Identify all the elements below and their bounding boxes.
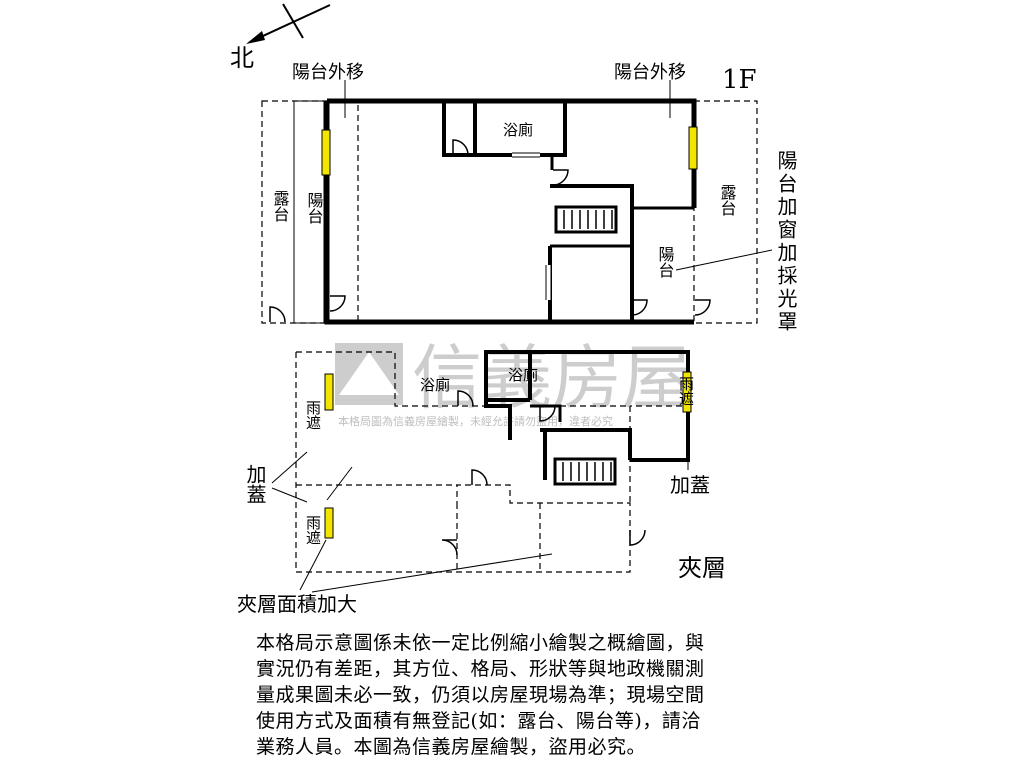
watermark-notice: 本格局圖為信義房屋繪製，未經允許請勿盜用，違者必究 bbox=[338, 414, 613, 428]
compass: 北 bbox=[230, 3, 331, 72]
disclaimer-line: 使用方式及面積有無登記(如：露台、陽台等)，請洽 bbox=[256, 710, 701, 732]
balcony-right-label: 陽台 bbox=[656, 246, 675, 278]
terrace-label: 露台 bbox=[271, 190, 290, 222]
mezzanine-title: 夾層 bbox=[678, 554, 726, 582]
mezz-bathroom-2-label: 浴廁 bbox=[508, 366, 538, 384]
floor1-title: 1F bbox=[722, 65, 757, 95]
balcony-move-left-label: 陽台外移 bbox=[292, 62, 364, 83]
disclaimer-line: 量成果圖未必一致，仍須以房屋現場為準；現場空間 bbox=[256, 684, 705, 706]
balcony-window-note: 陽台加窗加採光罩 bbox=[774, 150, 798, 334]
disclaimer-text: 本格局示意圖係未依一定比例縮小繪製之概繪圖，與 實況仍有差距，其方位、格局、形狀… bbox=[256, 630, 776, 760]
disclaimer-line: 實況仍有差距，其方位、格局、形狀等與地政機關測 bbox=[256, 658, 705, 680]
floor1-labels: 1F 陽台外移 陽台外移 露台 陽台 浴廁 露台 陽台 陽台加窗加採光罩 bbox=[271, 62, 799, 334]
canopy-1-label: 雨遮 bbox=[304, 400, 322, 430]
addition-left-label: 加蓋 bbox=[243, 464, 267, 504]
balcony-label: 陽台 bbox=[305, 192, 324, 224]
canopy-2-label: 雨遮 bbox=[304, 515, 322, 545]
canopy-3-label: 雨遮 bbox=[677, 376, 695, 406]
north-label: 北 bbox=[230, 44, 254, 72]
bathroom-label: 浴廁 bbox=[503, 121, 533, 139]
mezzanine-labels: 夾層 浴廁 浴廁 雨遮 雨遮 雨遮 加蓋 加蓋 夾層面積加大 bbox=[237, 366, 726, 616]
addition-right-label: 加蓋 bbox=[670, 473, 710, 497]
balcony-move-right-label: 陽台外移 bbox=[614, 62, 686, 83]
disclaimer-line: 本格局示意圖係未依一定比例縮小繪製之概繪圖，與 bbox=[256, 632, 705, 654]
floor1-plan bbox=[261, 80, 773, 325]
disclaimer-line: 業務人員。本圖為信義房屋繪製，盜用必究。 bbox=[256, 736, 647, 758]
mezzanine-plan bbox=[271, 350, 692, 593]
terrace-right-label: 露台 bbox=[718, 184, 737, 216]
area-enlarged-label: 夾層面積加大 bbox=[237, 592, 357, 616]
mezz-bathroom-1-label: 浴廁 bbox=[420, 376, 450, 394]
